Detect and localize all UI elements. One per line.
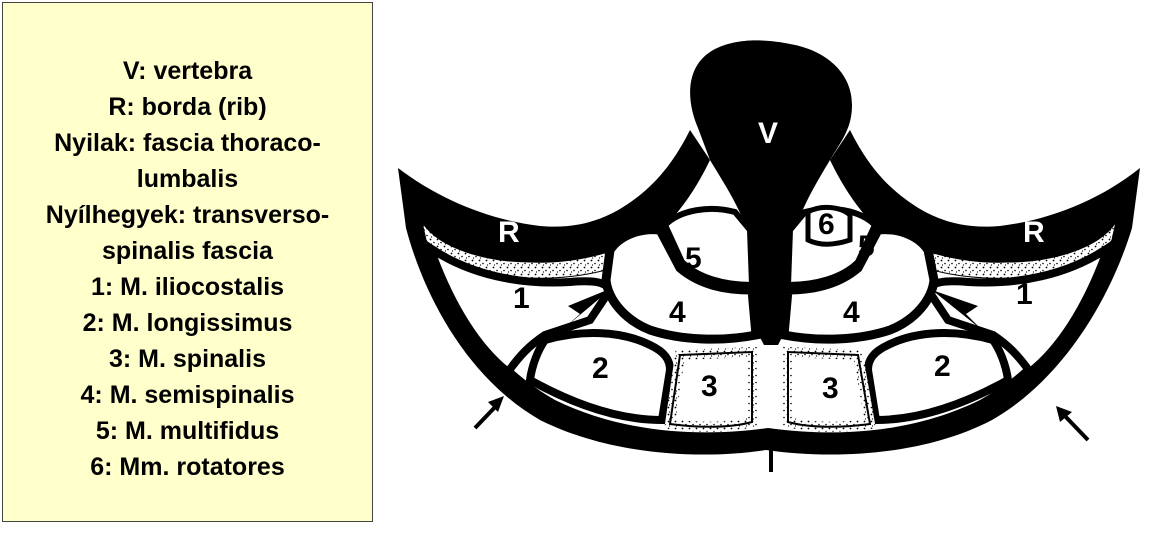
left-compartment-4 bbox=[601, 225, 761, 344]
vertebra bbox=[690, 40, 852, 345]
right-arrowhead bbox=[932, 290, 982, 330]
right-compartment-1 bbox=[923, 237, 1116, 378]
right-label-4: 4 bbox=[843, 296, 860, 329]
legend-muscle-3: 3: M. spinalis bbox=[109, 345, 266, 373]
left-fascia-arrow bbox=[473, 396, 504, 430]
left-label-1: 1 bbox=[513, 282, 530, 315]
legend-muscle-5: 5: M. multifidus bbox=[95, 417, 280, 445]
right-label-2: 2 bbox=[934, 350, 951, 383]
legend-vertebra: V: vertebra bbox=[122, 57, 253, 85]
left-arrowhead bbox=[562, 288, 612, 330]
legend-muscle-1: 1: M. iliocostalis bbox=[90, 273, 285, 301]
right-compartment-2 bbox=[863, 329, 1013, 425]
right-label-6: 6 bbox=[818, 208, 835, 241]
left-compartment-2 bbox=[525, 329, 675, 425]
legend-rib: R: borda (rib) bbox=[108, 93, 267, 121]
right-label-5: 5 bbox=[858, 230, 875, 263]
right-label-1: 1 bbox=[1016, 278, 1033, 311]
left-label-4: 4 bbox=[669, 296, 686, 329]
back-muscle-cross-section: V R R 1 2 3 4 5 1 2 3 4 5 6 bbox=[380, 0, 1156, 530]
legend-arrows-line2: lumbalis bbox=[136, 165, 239, 193]
legend-box: V: vertebra R: borda (rib) Nyilak: fasci… bbox=[2, 2, 373, 522]
legend-muscle-4: 4: M. semispinalis bbox=[80, 381, 295, 409]
right-label-3: 3 bbox=[822, 372, 839, 405]
right-compartment-6 bbox=[805, 205, 853, 247]
left-compartment-3-border bbox=[668, 350, 753, 428]
right-compartment-4 bbox=[779, 225, 939, 344]
left-label-2: 2 bbox=[592, 352, 609, 385]
legend-arrows-line1: Nyilak: fascia thoraco- bbox=[54, 129, 321, 157]
legend-muscle-6: 6: Mm. rotatores bbox=[90, 453, 285, 481]
legend-arrowheads-line2: spinalis fascia bbox=[102, 237, 273, 265]
left-compartment-5 bbox=[661, 205, 756, 289]
left-label-3: 3 bbox=[701, 370, 718, 403]
right-compartment-3-border bbox=[787, 350, 872, 428]
right-rib-label: R bbox=[1023, 216, 1045, 249]
left-compartment-1 bbox=[422, 237, 615, 378]
legend-arrowheads-line1: Nyílhegyek: transverso- bbox=[45, 201, 330, 229]
vertebra-label: V bbox=[758, 117, 778, 150]
legend-muscle-2: 2: M. longissimus bbox=[82, 309, 293, 337]
right-fascia-arrow bbox=[1056, 406, 1090, 442]
left-label-5: 5 bbox=[685, 242, 702, 275]
left-rib-label: R bbox=[498, 216, 520, 249]
bottom-fascia-arrow bbox=[763, 428, 779, 472]
